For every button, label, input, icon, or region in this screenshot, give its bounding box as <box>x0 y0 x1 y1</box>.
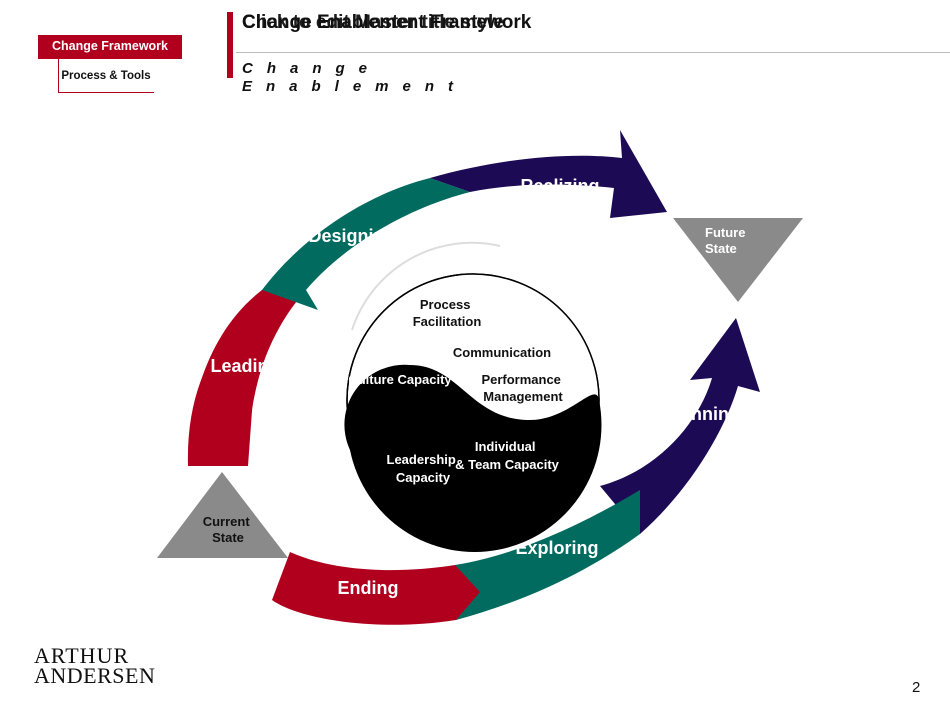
segment-designing <box>262 178 470 290</box>
nav-item-process-tools[interactable]: Process & Tools <box>61 70 151 82</box>
phase-label-beginning: Beginning <box>652 404 740 424</box>
title-placeholder: Click to edit Master title style <box>242 12 504 33</box>
title-accent-bar <box>227 12 233 78</box>
center-label-leadership: Leadership Capacity <box>387 452 460 485</box>
individual-word1: Individual <box>475 439 536 454</box>
phase-label-realizing: Realizing <box>520 176 599 196</box>
performance-word2: Management <box>483 389 563 404</box>
individual-word2: & Team Capacity <box>455 457 560 472</box>
nav-connector-horizontal <box>58 92 154 93</box>
leadership-word2: Capacity <box>396 470 451 485</box>
current-state-word2: State <box>212 530 244 545</box>
future-state-triangle <box>673 218 803 302</box>
phase-label-ending: Ending <box>338 578 399 598</box>
center-label-performance: Performance Management <box>481 372 564 404</box>
future-state-label: Future State <box>705 225 749 256</box>
page-subtitle: Change Enablement <box>242 60 468 95</box>
segment-realizing <box>430 130 667 218</box>
segment-beginning <box>600 318 760 534</box>
nav-connector-vertical <box>58 59 59 93</box>
phase-label-leading: Leading <box>210 356 279 376</box>
center-label-process: Process Facilitation <box>413 297 482 329</box>
current-state-triangle <box>157 472 288 558</box>
future-state-word1: Future <box>705 225 745 240</box>
title-divider <box>236 52 950 53</box>
process-word1: Process <box>420 297 471 312</box>
arthur-andersen-logo: ARTHUR ANDERSEN <box>34 643 156 688</box>
segment-leading-body <box>188 290 306 466</box>
center-faint-arc <box>351 241 501 331</box>
logo-line-1: ARTHUR <box>34 643 130 668</box>
segment-ending <box>272 552 480 625</box>
center-label-individual: Individual & Team Capacity <box>455 439 560 472</box>
process-word2: Facilitation <box>413 314 482 329</box>
performance-word1: Performance <box>481 372 560 387</box>
page-title: Change Enablement Framework <box>242 12 532 33</box>
current-state-word1: Current <box>203 514 251 529</box>
segment-exploring <box>455 490 640 620</box>
center-label-communication: Communication <box>453 345 551 360</box>
yang-black-half <box>344 364 602 552</box>
phase-label-exploring: Exploring <box>515 538 598 558</box>
center-label-culture: Culture Capacity <box>348 372 452 387</box>
logo-line-2: ANDERSEN <box>34 663 156 688</box>
future-state-word2: State <box>705 241 737 256</box>
current-state-label: Current State <box>203 514 254 545</box>
page-number: 2 <box>912 679 921 696</box>
phase-label-designing: Designing <box>308 226 395 246</box>
center-yinyang <box>344 241 602 552</box>
segment-designing-chevron <box>262 290 318 310</box>
nav-tab-change-framework[interactable]: Change Framework <box>38 35 182 59</box>
leadership-word1: Leadership <box>387 452 456 467</box>
